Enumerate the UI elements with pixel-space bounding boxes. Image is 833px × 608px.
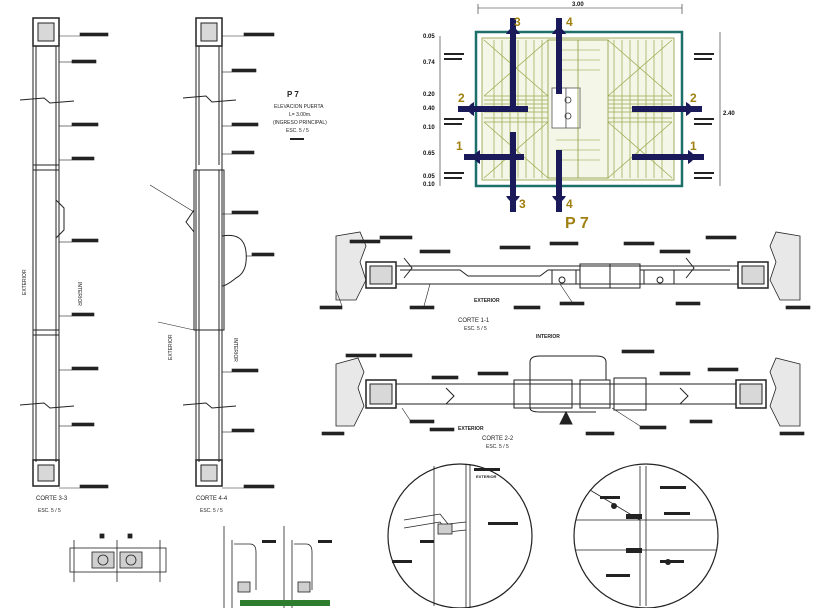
elevation-line1: ELEVACION PUERTA [274, 104, 324, 110]
elevation-line3: (INGRESO PRINCIPAL) [273, 120, 327, 126]
left-dim-1: 0.74 [423, 60, 435, 66]
leaders-1-1 [319, 235, 811, 310]
exterior-label-1-1: EXTERIOR [474, 298, 500, 304]
marker-3-bottom: 3 [519, 197, 526, 211]
left-dim-7: 0.10 [423, 182, 435, 188]
corte-4-4-label: CORTE 4-4 [196, 496, 228, 502]
horizontal-section-1-1 [335, 231, 801, 301]
width-dimension: 3.00 [572, 2, 584, 8]
left-dim-6: 0.05 [423, 174, 435, 180]
left-dim-3: 0.40 [423, 106, 435, 112]
left-dim-4: 0.10 [423, 125, 435, 131]
circular-detail-2 [573, 463, 719, 608]
corte-3-3-label: CORTE 3-3 [36, 496, 68, 502]
interior-label-left: INTERIOR [76, 282, 82, 306]
circular-detail-1: EXTERIOR [387, 463, 533, 608]
door-elevation: 3.00 [423, 2, 735, 232]
interior-label-mid: INTERIOR [232, 338, 238, 362]
leaders-4-4 [149, 32, 275, 489]
marker-1-right: 1 [690, 139, 697, 153]
corte-1-1-label: CORTE 1-1 [458, 318, 490, 324]
interior-label-2-2: INTERIOR [536, 334, 560, 340]
corte-2-2-label: CORTE 2-2 [482, 436, 514, 442]
detail-bottom-left-2 [223, 526, 332, 608]
elevation-scale: ESC. 5 / 5 [286, 128, 309, 134]
detail-bottom-left-1 [69, 533, 167, 582]
marker-4-top: 4 [566, 15, 573, 29]
corte-1-1-scale: ESC. 5 / 5 [464, 326, 487, 332]
leaders-2-2 [321, 349, 805, 436]
marker-1-left: 1 [456, 139, 463, 153]
circle-detail-1-word: EXTERIOR [476, 474, 497, 479]
vertical-section-4-4 [182, 17, 247, 487]
door-label: P 7 [565, 215, 589, 232]
vertical-section-3-3 [19, 17, 75, 487]
elevation-title: P 7 [287, 90, 299, 99]
exterior-label-mid: EXTERIOR [168, 334, 174, 360]
marker-2-right: 2 [690, 91, 697, 105]
corte-4-4-scale: ESC. 5 / 5 [200, 508, 223, 514]
marker-3-top: 3 [514, 15, 521, 29]
horizontal-section-2-2 [335, 355, 801, 427]
left-dim-2: 0.20 [423, 92, 435, 98]
exterior-label-2-2: EXTERIOR [458, 426, 484, 432]
exterior-label-left: EXTERIOR [22, 269, 28, 295]
leaders-3-3 [59, 32, 109, 489]
elevation-title-block: P 7 ELEVACION PUERTA L= 3.00m. (INGRESO … [273, 90, 327, 140]
marker-2-left: 2 [458, 91, 465, 105]
corte-3-3-scale: ESC. 5 / 5 [38, 508, 61, 514]
marker-4-bottom: 4 [566, 197, 573, 211]
height-dimension: 2.40 [723, 111, 735, 117]
left-dim-0: 0.05 [423, 34, 435, 40]
elevation-line2: L= 3.00m. [289, 112, 311, 118]
left-dim-5: 0.65 [423, 151, 435, 157]
corte-2-2-scale: ESC. 5 / 5 [486, 444, 509, 450]
